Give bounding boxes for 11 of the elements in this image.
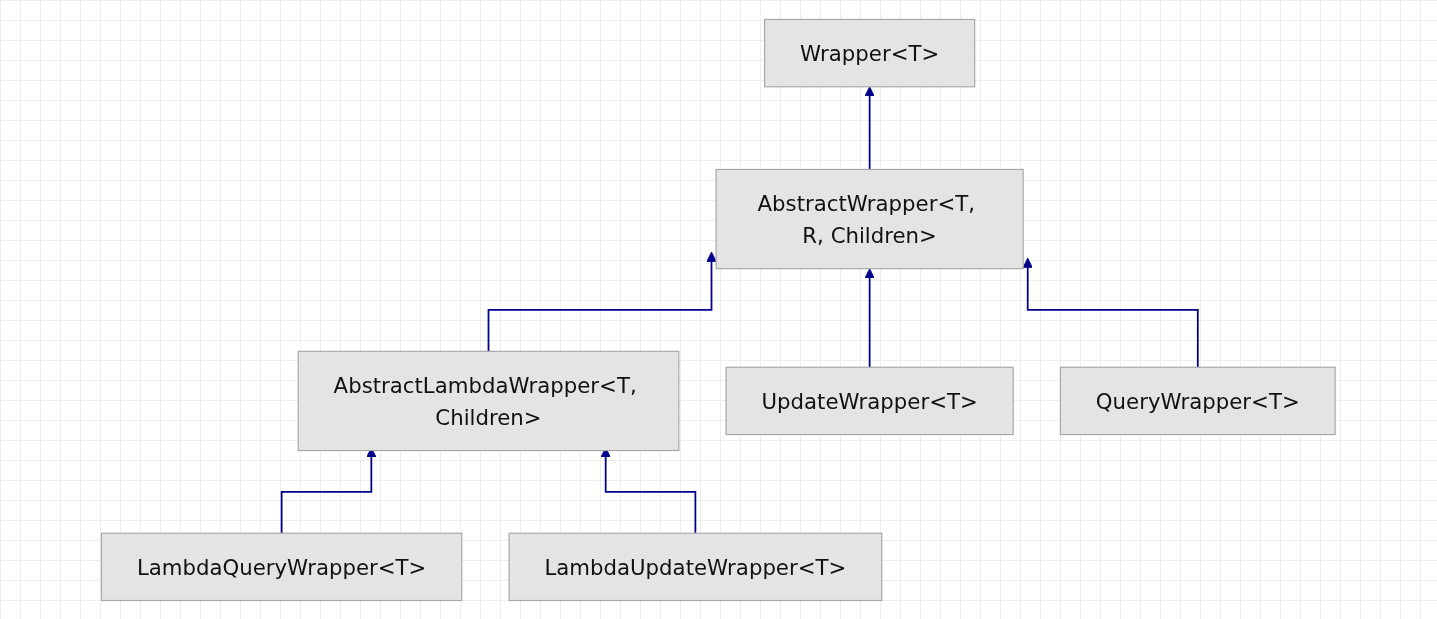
- arrow: [1022, 257, 1199, 368]
- node-box: AbstractLambdaWrapper<T, Children>: [297, 350, 680, 451]
- node-box: LambdaUpdateWrapper<T>: [508, 532, 883, 601]
- arrow: [487, 251, 717, 352]
- arrow: [864, 267, 875, 368]
- node-box: UpdateWrapper<T>: [725, 366, 1014, 435]
- node-box: QueryWrapper<T>: [1060, 366, 1336, 435]
- node-box: AbstractWrapper<T, R, Children>: [715, 168, 1024, 269]
- arrow: [864, 85, 875, 170]
- node-box: Wrapper<T>: [764, 18, 976, 87]
- node-box: LambdaQueryWrapper<T>: [101, 532, 463, 601]
